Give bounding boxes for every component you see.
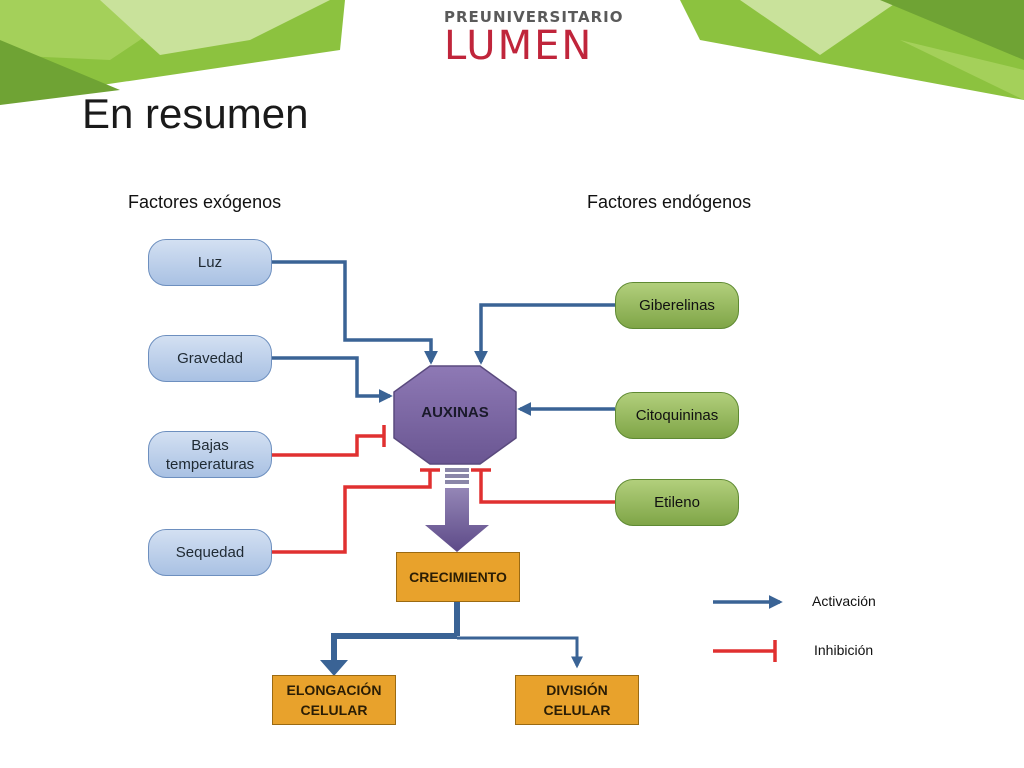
arrow-elongacion [331,633,457,662]
legend-activation-label: Activación [812,593,876,609]
legend-inhibition-label: Inhibición [814,642,874,658]
arrow-giberelinas [474,303,615,365]
inhibit-bajas [272,434,384,457]
arrow-luz [272,260,438,365]
factor-sequedad: Sequedad [148,529,272,576]
factor-gravedad: Gravedad [148,335,272,382]
factor-etileno: Etileno [615,479,739,526]
factor-luz: Luz [148,239,272,286]
header-banner-decoration [0,0,1024,105]
factor-bajas-temperaturas: Bajas temperaturas [148,431,272,478]
arrow-division [457,636,583,669]
factor-citoquininas: Citoquininas [615,392,739,439]
output-division-celular: DIVISIÓN CELULAR [515,675,639,725]
logo-main-text: LUMEN [444,23,594,69]
arrow-gravedad [272,356,393,403]
slide-title: En resumen [82,90,309,137]
inhibit-etileno [479,470,615,504]
output-elongacion-celular: ELONGACIÓN CELULAR [272,675,396,725]
growth-box: CRECIMIENTO [396,552,520,602]
auxinas-octagon [393,365,517,465]
logo-top-text: PREUNIVERSITARIO [444,8,624,26]
auxinas-label: AUXINAS [421,404,489,421]
heading-endogenous: Factores endógenos [587,192,752,212]
heading-exogenous: Factores exógenos [128,192,282,212]
growth-big-arrow [425,488,489,552]
inhibit-sequedad [272,470,432,554]
factor-giberelinas: Giberelinas [615,282,739,329]
